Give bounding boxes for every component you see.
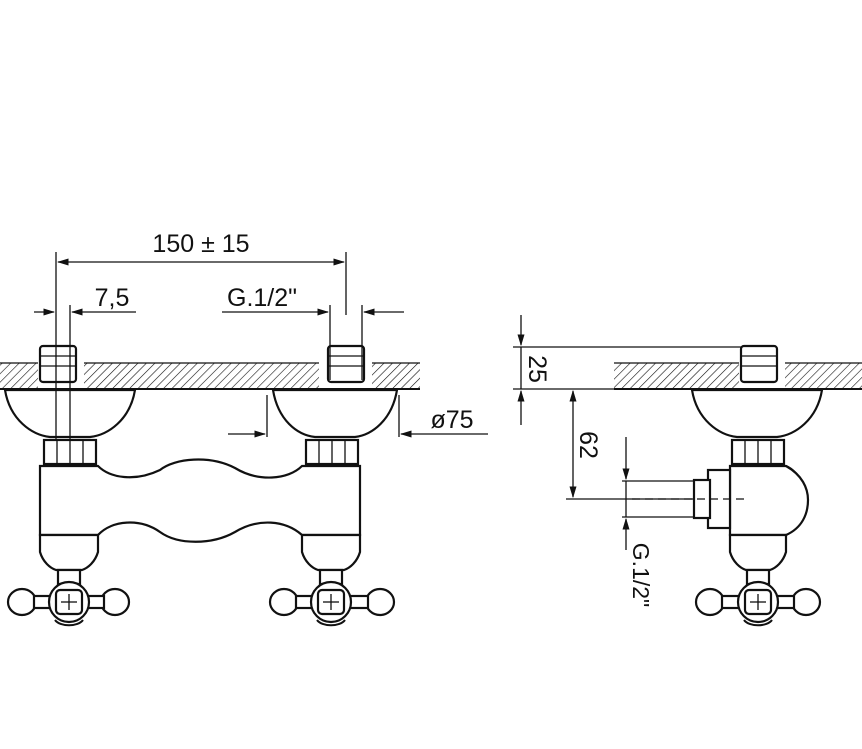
dim-center-distance: 150 ± 15 xyxy=(55,230,347,440)
dim-offset-label: 7,5 xyxy=(95,284,130,312)
left-valve-neck xyxy=(38,533,100,572)
right-wall-connector xyxy=(326,344,366,384)
side-hex-nut xyxy=(730,438,786,466)
left-hex-nut xyxy=(42,438,98,466)
side-outlet xyxy=(622,468,745,530)
side-view: 25 62 G.1/2" xyxy=(513,315,862,627)
mixer-body xyxy=(38,458,362,543)
right-escutcheon xyxy=(271,388,399,439)
thread-prefix: G. xyxy=(227,284,253,312)
right-hex-nut xyxy=(304,438,360,466)
dim-diameter-label: ø75 xyxy=(430,406,473,434)
dim-wall-depth-label: 25 xyxy=(523,355,551,383)
side-cross-handle-icon xyxy=(694,580,822,627)
side-body-bulge xyxy=(785,465,810,537)
front-view: 150 ± 15 7,5 G.1/2" ø75 xyxy=(0,230,488,627)
wall-hatch-side xyxy=(614,362,862,390)
svg-text:G.1/2": G.1/2" xyxy=(227,284,297,312)
dim-wall-depth: 25 xyxy=(513,315,741,425)
side-escutcheon xyxy=(690,388,824,439)
right-cross-handle-icon xyxy=(268,580,396,627)
dim-center-distance-label: 150 ± 15 xyxy=(152,230,249,258)
dim-outlet-thread-label: G.1/2" xyxy=(628,543,654,607)
dim-thread: G.1/2" xyxy=(222,284,404,380)
dim-outlet-height-label: 62 xyxy=(574,431,602,459)
side-wall-connector xyxy=(739,344,779,384)
side-valve-neck xyxy=(728,533,788,572)
dim-outlet-height: 62 xyxy=(566,389,694,500)
dim-offset: 7,5 xyxy=(34,284,136,440)
right-valve-neck xyxy=(300,533,362,572)
left-cross-handle-icon xyxy=(6,580,131,627)
dim-outlet-thread: G.1/2" xyxy=(622,437,654,607)
dim-diameter: ø75 xyxy=(228,395,488,438)
left-wall-connector xyxy=(38,344,78,384)
thread-fraction: 1/2" xyxy=(253,284,297,312)
